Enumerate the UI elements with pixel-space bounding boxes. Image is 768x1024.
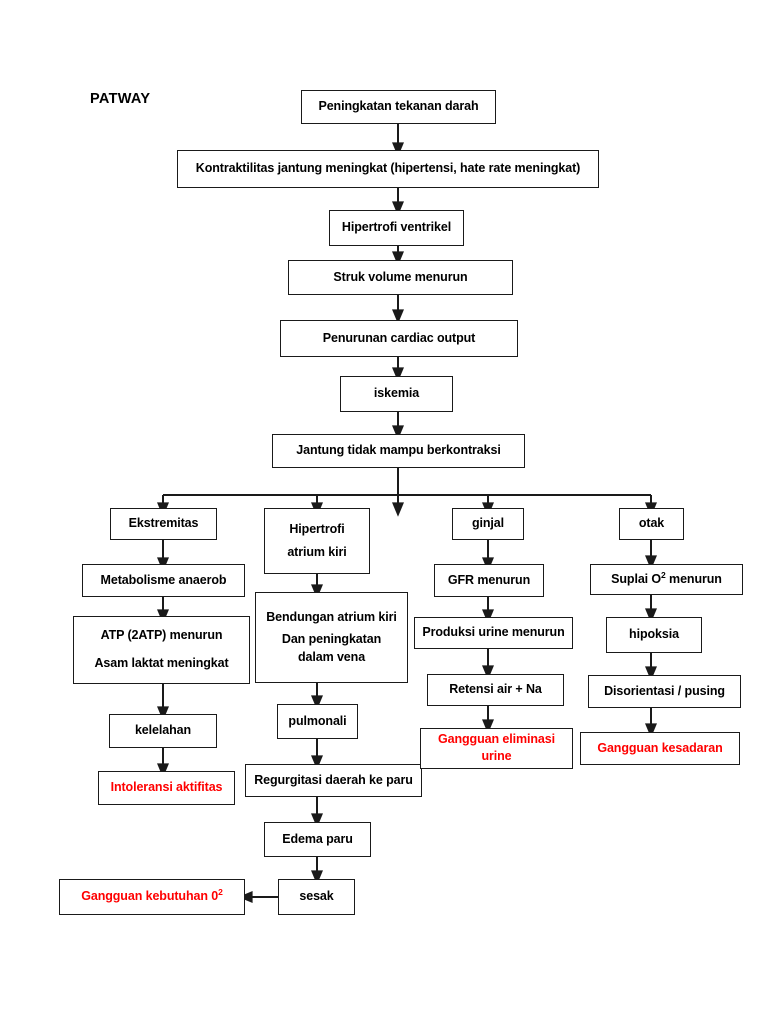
node-label: Gangguan kesadaran: [597, 740, 723, 755]
node-label-text: Gangguan kebutuhan 0: [81, 889, 219, 904]
node-struk-volume-menurun[interactable]: Struk volume menurun: [288, 260, 513, 295]
node-label: kelelahan: [134, 723, 192, 738]
node-label: ginjal: [471, 516, 505, 531]
node-label-line-2: Dan peningkatan: [281, 632, 382, 647]
node-hipoksia[interactable]: hipoksia: [606, 617, 702, 653]
superscript-2: 2: [661, 569, 666, 580]
node-label-line-2: urine: [481, 749, 512, 763]
node-iskemia[interactable]: iskemia: [340, 376, 453, 412]
node-label: Produksi urine menurun: [422, 625, 565, 640]
node-hipertrofi-ventrikel[interactable]: Hipertrofi ventrikel: [329, 210, 464, 246]
node-peningkatan-tekanan-darah[interactable]: Peningkatan tekanan darah: [301, 90, 496, 124]
node-gangguan-eliminasi-urine[interactable]: Gangguan eliminasi urine: [420, 728, 573, 769]
node-label: Gangguan kebutuhan 02: [81, 887, 223, 905]
node-produksi-urine-menurun[interactable]: Produksi urine menurun: [414, 617, 573, 649]
node-label: Jantung tidak mampu berkontraksi: [296, 443, 501, 458]
node-label: iskemia: [373, 386, 420, 401]
node-otak[interactable]: otak: [619, 508, 684, 540]
node-label-text: Suplai O: [611, 571, 662, 586]
node-label-line-1: Gangguan eliminasi: [438, 732, 555, 747]
node-label: Kontraktilitas jantung meningkat (hipert…: [195, 161, 581, 176]
node-label-line-1: ATP (2ATP) menurun: [100, 628, 223, 643]
node-label: Disorientasi / pusing: [604, 683, 725, 698]
node-kelelahan[interactable]: kelelahan: [109, 714, 217, 748]
node-label: pulmonali: [288, 713, 347, 728]
node-label: Metabolisme anaerob: [100, 572, 227, 587]
node-label: sesak: [299, 889, 334, 904]
node-metabolisme-anaerob[interactable]: Metabolisme anaerob: [82, 564, 245, 597]
node-ekstremitas[interactable]: Ekstremitas: [110, 508, 217, 540]
node-retensi-air-na[interactable]: Retensi air + Na: [427, 674, 564, 706]
node-label-line-1: Hipertrofi: [289, 521, 345, 536]
node-label: Peningkatan tekanan darah: [318, 99, 479, 114]
node-label-text-suffix: menurun: [665, 571, 722, 586]
page-title: PATWAY: [90, 91, 151, 107]
node-label: Regurgitasi daerah ke paru: [254, 772, 413, 787]
node-label: otak: [638, 516, 665, 531]
node-label: Edema paru: [282, 831, 353, 846]
node-gangguan-kebutuhan-o2[interactable]: Gangguan kebutuhan 02: [59, 879, 245, 915]
node-penurunan-cardiac-output[interactable]: Penurunan cardiac output: [280, 320, 518, 357]
node-hipertrofi-atrium-kiri[interactable]: Hipertrofi atrium kiri: [264, 508, 370, 574]
node-suplai-o2-menurun[interactable]: Suplai O2 menurun: [590, 564, 743, 595]
node-label: Hipertrofi ventrikel: [341, 220, 452, 235]
node-label-line-2: atrium kiri: [287, 544, 347, 559]
node-label: hipoksia: [629, 627, 679, 642]
node-label-line-1: Bendungan atrium kiri: [266, 609, 397, 624]
node-gfr-menurun[interactable]: GFR menurun: [434, 564, 544, 597]
node-label: Retensi air + Na: [449, 682, 542, 697]
node-edema-paru[interactable]: Edema paru: [264, 822, 371, 857]
node-sesak[interactable]: sesak: [278, 879, 355, 915]
node-gangguan-kesadaran[interactable]: Gangguan kesadaran: [580, 732, 740, 765]
node-intoleransi-aktifitas[interactable]: Intoleransi aktifitas: [98, 771, 235, 805]
node-kontraktilitas[interactable]: Kontraktilitas jantung meningkat (hipert…: [177, 150, 599, 188]
node-label: Ekstremitas: [128, 516, 199, 531]
node-label: Suplai O2 menurun: [611, 569, 722, 588]
node-bendungan-atrium-kiri[interactable]: Bendungan atrium kiri Dan peningkatan da…: [255, 592, 408, 683]
node-label: GFR menurun: [447, 572, 531, 587]
node-label: Intoleransi aktifitas: [110, 780, 223, 795]
node-disorientasi-pusing[interactable]: Disorientasi / pusing: [588, 675, 741, 708]
node-ginjal[interactable]: ginjal: [452, 508, 524, 540]
node-pulmonali[interactable]: pulmonali: [277, 704, 358, 739]
node-jantung-tidak-mampu-berkontraksi[interactable]: Jantung tidak mampu berkontraksi: [272, 434, 525, 468]
node-label-line-3: dalam vena: [297, 649, 366, 664]
superscript-2: 2: [218, 887, 223, 898]
node-label: Struk volume menurun: [333, 269, 468, 284]
node-regurgitasi-daerah-ke-paru[interactable]: Regurgitasi daerah ke paru: [245, 764, 422, 797]
node-atp-asam-laktat[interactable]: ATP (2ATP) menurun Asam laktat meningkat: [73, 616, 250, 684]
node-label: Penurunan cardiac output: [322, 330, 476, 345]
node-label-line-2: Asam laktat meningkat: [94, 656, 229, 670]
